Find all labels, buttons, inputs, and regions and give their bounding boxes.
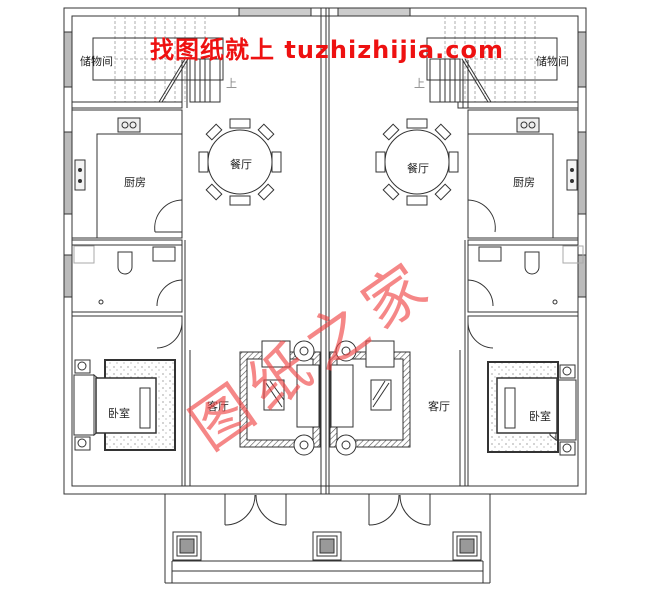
- dining-table-right: [375, 118, 459, 206]
- stair-frames: [92, 37, 558, 103]
- porch-pillars: [172, 531, 482, 561]
- bathroom-left: [71, 239, 183, 349]
- room-label-bedroom-right: 卧室: [529, 410, 551, 423]
- stair-walls: [71, 60, 579, 109]
- stair-up-label-left: 上: [226, 77, 237, 90]
- room-label-kitchen-left: 厨房: [124, 176, 146, 189]
- kitchen-left: [71, 109, 183, 239]
- room-label-bedroom-left: 卧室: [108, 407, 130, 420]
- outer-walls: [63, 7, 587, 495]
- corridor-walls: [184, 240, 466, 486]
- front-porch: [164, 494, 491, 584]
- room-label-storage-left: 储物间: [80, 55, 113, 68]
- side-windows: [63, 31, 587, 298]
- room-label-living-left: 客厅: [207, 400, 229, 413]
- watermark-top: 找图纸就上 tuzhizhijia.com: [150, 36, 504, 64]
- room-label-storage-right: 储物间: [536, 55, 569, 68]
- living-furniture: [239, 340, 411, 456]
- bedroom-left: [71, 315, 183, 487]
- dining-table-left: [198, 118, 282, 206]
- room-label-dining-left: 餐厅: [230, 158, 252, 171]
- bedroom-right: [467, 315, 579, 487]
- stair-up-label-right: 上: [414, 77, 425, 90]
- room-label-dining-right: 餐厅: [407, 162, 429, 175]
- room-label-kitchen-right: 厨房: [513, 176, 535, 189]
- kitchen-right: [467, 109, 579, 239]
- room-label-living-right: 客厅: [428, 400, 450, 413]
- bathroom-right: [467, 239, 584, 349]
- top-windows: [238, 7, 411, 17]
